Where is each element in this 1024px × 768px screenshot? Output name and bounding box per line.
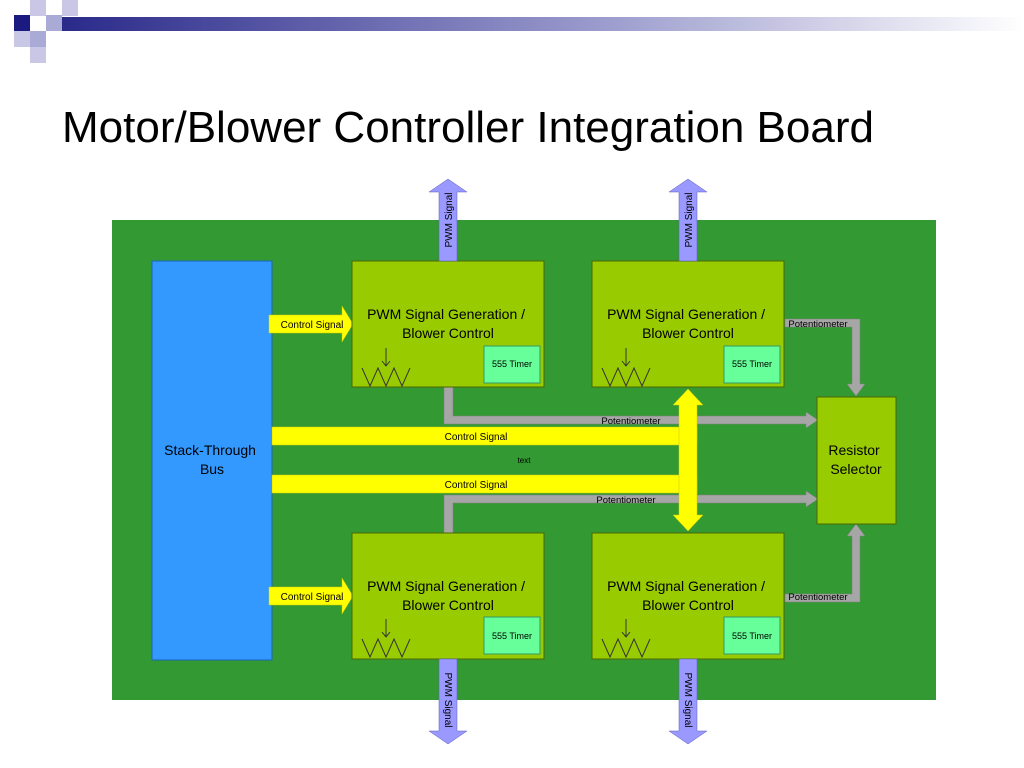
pwm-block-label-line2: Blower Control [642,597,734,613]
control-signal-label: Control Signal [281,592,344,603]
pwm-signal-label: PWM Signal [442,672,453,727]
pwm-block-label: PWM Signal Generation / Blower Control [607,578,769,613]
pwm-block-label-line2: Blower Control [642,325,734,341]
deco-square [30,31,46,47]
deco-square [30,47,46,63]
resistor-label-line1: Resistor [828,442,880,458]
control-signal-label: Control Signal [445,432,508,443]
deco-square [14,15,30,31]
pwm-block-label-line1: PWM Signal Generation / [367,306,525,322]
pwm-block-label-line1: PWM Signal Generation / [367,578,525,594]
resistor-label-line2: Selector [830,461,882,477]
potentiometer-line [784,523,866,603]
timer-chip [723,616,781,655]
resistor-selector-label: Resistor Selector [828,442,883,477]
potentiometer-label: Potentiometer [601,416,660,427]
potentiometer-label: Potentiometer [596,495,655,506]
potentiometer-line [443,490,819,534]
potentiometer-icon [361,619,411,659]
pwm-block-label-line2: Blower Control [402,325,494,341]
timer-label: 555 Timer [732,359,772,369]
pwm-signal-arrow-down [668,658,708,745]
pwm-signal-arrow-up [428,178,468,262]
bus-label-line2: Bus [200,461,224,477]
control-signal-arrow-bottom [268,577,354,615]
center-note: text [518,456,532,465]
timer-label: 555 Timer [492,631,532,641]
timer-chip [483,345,541,384]
pwm-signal-label: PWM Signal [444,192,455,247]
slide-title: Motor/Blower Controller Integration Boar… [62,103,874,152]
potentiometer-icon [601,348,651,388]
potentiometer-label: Potentiometer [788,319,847,330]
pwm-signal-arrow-down [428,658,468,745]
potentiometer-icon [361,348,411,388]
pwm-block-label-line2: Blower Control [402,597,494,613]
pwm-signal-label: PWM Signal [682,672,693,727]
timer-chip [723,345,781,384]
pwm-block-label-line1: PWM Signal Generation / [607,306,765,322]
pwm-signal-label: PWM Signal [684,192,695,247]
stack-through-bus [151,260,273,661]
control-signal-arrow-top [268,305,354,343]
potentiometer-line [443,386,819,429]
bus-label-line1: Stack-Through [164,442,256,458]
pwm-block-label: PWM Signal Generation / Blower Control [607,306,769,341]
deco-square [62,0,78,16]
resistor-selector [816,396,897,525]
pwm-block-label-line1: PWM Signal Generation / [607,578,765,594]
deco-square [30,0,46,16]
control-signal-label: Control Signal [445,480,508,491]
control-signal-label: Control Signal [281,320,344,331]
potentiometer-label: Potentiometer [788,592,847,603]
pwm-block-label: PWM Signal Generation / Blower Control [367,306,529,341]
pwm-block-label: PWM Signal Generation / Blower Control [367,578,529,613]
pwm-signal-arrow-up [668,178,708,262]
bus-label: Stack-Through Bus [164,442,260,477]
control-signal-double-arrow [672,388,704,532]
timer-label: 555 Timer [732,631,772,641]
header-decoration [14,0,1024,63]
deco-square [46,15,62,31]
potentiometer-line [784,318,866,397]
deco-square [14,31,30,47]
potentiometer-icon [601,619,651,659]
header-bar [62,17,1024,31]
timer-label: 555 Timer [492,359,532,369]
timer-chip [483,616,541,655]
